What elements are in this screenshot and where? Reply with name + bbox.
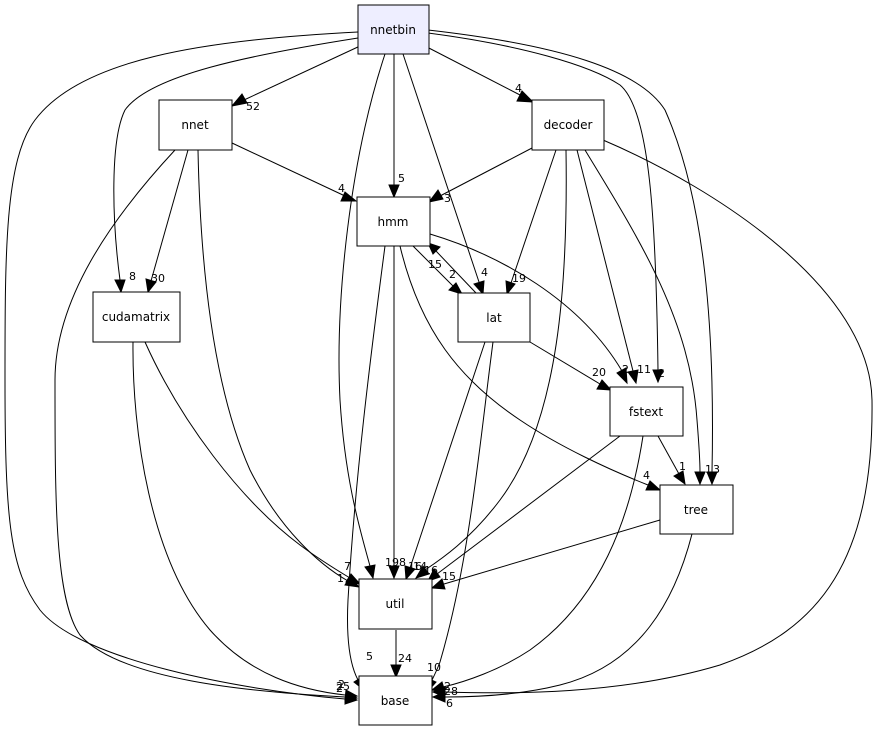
node-label-decoder: decoder bbox=[544, 118, 593, 132]
edge-label-hmm-lat: 15 bbox=[428, 258, 442, 271]
edges: 52 4 5 8 4 2 bbox=[4, 29, 873, 710]
edge-decoder-fstext[interactable]: 11 bbox=[576, 149, 651, 385]
edge-nnetbin-lat[interactable]: 4 bbox=[402, 53, 488, 296]
nodes: nnetbin nnet decoder hmm cudamatrix lat … bbox=[92, 4, 734, 726]
node-cudamatrix[interactable]: cudamatrix bbox=[92, 291, 181, 343]
edge-label-cudamatrix-util: 1 bbox=[337, 572, 344, 585]
edge-label-hmm-util: 8 bbox=[399, 556, 406, 569]
edge-label-nnetbin-hmm: 5 bbox=[398, 172, 405, 185]
edge-nnetbin-nnet[interactable]: 52 bbox=[230, 45, 361, 113]
edge-nnet-hmm[interactable]: 4 bbox=[231, 142, 358, 202]
edge-label-nnetbin-cudamatrix: 8 bbox=[129, 270, 136, 283]
node-nnet[interactable]: nnet bbox=[158, 99, 233, 151]
edge-nnet-util[interactable]: 7 bbox=[197, 149, 361, 588]
edge-util-base[interactable]: 24 bbox=[390, 630, 412, 679]
node-label-lat: lat bbox=[486, 311, 502, 325]
edge-tree-util[interactable]: 15 bbox=[430, 519, 661, 590]
edge-label-util-base: 24 bbox=[398, 652, 412, 665]
edge-label-nnetbin-nnet: 52 bbox=[246, 100, 260, 113]
node-label-nnetbin: nnetbin bbox=[370, 23, 416, 37]
edge-label-nnetbin-decoder: 4 bbox=[515, 82, 522, 95]
edge-label-nnet-hmm: 4 bbox=[338, 182, 345, 195]
edge-nnetbin-util[interactable]: 19 bbox=[338, 53, 399, 580]
edge-label-lat-base: 10 bbox=[427, 661, 441, 674]
edge-label-decoder-base: 28 bbox=[444, 685, 458, 698]
edge-label-hmm-fstext: 2 bbox=[622, 363, 629, 376]
edge-label-nnetbin-base: 2 bbox=[336, 682, 343, 695]
edge-label-decoder-tree: 1 bbox=[705, 463, 712, 476]
edge-lat-fstext[interactable]: 20 bbox=[529, 341, 613, 391]
node-hmm[interactable]: hmm bbox=[356, 196, 431, 247]
edge-lat-base[interactable]: 10 bbox=[426, 341, 494, 693]
edge-label-nnetbin-tree: 3 bbox=[713, 463, 720, 476]
edge-label-fstext-util: 16 bbox=[424, 564, 438, 577]
node-base[interactable]: base bbox=[358, 675, 433, 726]
edge-decoder-hmm[interactable]: 3 bbox=[427, 147, 533, 205]
edge-nnetbin-cudamatrix[interactable]: 8 bbox=[113, 37, 359, 294]
edge-label-lat-hmm: 2 bbox=[449, 268, 456, 281]
edge-lat-util[interactable]: 16 bbox=[404, 341, 486, 581]
edge-label-nnetbin-fstext: 2 bbox=[658, 367, 665, 380]
edge-label-decoder-util: 14 bbox=[413, 560, 427, 573]
edge-label-lat-fstext: 20 bbox=[592, 366, 606, 379]
edge-label-lat-util: 16 bbox=[408, 560, 422, 573]
edge-nnetbin-decoder[interactable]: 4 bbox=[424, 45, 535, 103]
edge-label-decoder-fstext: 11 bbox=[637, 363, 651, 376]
edge-label-fstext-base: 2 bbox=[444, 680, 451, 693]
edge-decoder-util[interactable]: 14 bbox=[413, 149, 567, 579]
node-label-base: base bbox=[381, 694, 410, 708]
edge-hmm-lat[interactable]: 15 bbox=[411, 244, 464, 295]
node-lat[interactable]: lat bbox=[457, 292, 531, 343]
edge-label-decoder-lat: 19 bbox=[512, 272, 526, 285]
node-nnetbin[interactable]: nnetbin bbox=[357, 4, 430, 55]
edge-fstext-base[interactable]: 2 bbox=[430, 435, 644, 693]
node-label-util: util bbox=[386, 597, 405, 611]
node-util[interactable]: util bbox=[358, 578, 433, 630]
node-tree[interactable]: tree bbox=[659, 484, 734, 535]
edge-decoder-tree[interactable]: 1 bbox=[584, 149, 712, 486]
edge-nnet-base[interactable]: 25 bbox=[54, 149, 359, 703]
edge-label-tree-base: 6 bbox=[446, 697, 453, 710]
edge-decoder-lat[interactable]: 19 bbox=[505, 149, 557, 296]
edge-fstext-tree[interactable]: 1 bbox=[657, 435, 686, 486]
node-label-hmm: hmm bbox=[378, 215, 409, 229]
edge-cudamatrix-base[interactable]: 2 bbox=[132, 341, 359, 701]
node-label-cudamatrix: cudamatrix bbox=[102, 310, 170, 324]
node-label-nnet: nnet bbox=[181, 118, 209, 132]
edge-hmm-util[interactable]: 8 bbox=[388, 246, 406, 580]
edge-label-tree-util: 15 bbox=[442, 570, 456, 583]
edge-label-nnet-util: 7 bbox=[344, 560, 351, 573]
edge-cudamatrix-util[interactable]: 1 bbox=[144, 341, 362, 585]
node-fstext[interactable]: fstext bbox=[609, 386, 684, 437]
edge-hmm-fstext[interactable]: 2 bbox=[429, 233, 629, 385]
node-decoder[interactable]: decoder bbox=[531, 99, 605, 151]
node-label-fstext: fstext bbox=[629, 405, 663, 419]
edge-label-nnetbin-lat: 4 bbox=[481, 266, 488, 279]
edge-nnet-cudamatrix[interactable]: 30 bbox=[145, 149, 189, 294]
edge-tree-base[interactable]: 6 bbox=[431, 533, 693, 710]
edge-label-fstext-tree: 1 bbox=[679, 460, 686, 473]
edge-nnetbin-hmm[interactable]: 5 bbox=[388, 54, 405, 199]
edge-label-nnet-cudamatrix: 30 bbox=[151, 272, 165, 285]
edge-fstext-util[interactable]: 16 bbox=[424, 435, 621, 582]
edge-hmm-tree[interactable]: 4 bbox=[399, 245, 662, 491]
edge-nnetbin-tree[interactable]: 3 bbox=[427, 29, 720, 486]
edge-label-decoder-hmm: 3 bbox=[444, 192, 451, 205]
node-label-tree: tree bbox=[684, 503, 708, 517]
edge-label-hmm-tree: 4 bbox=[643, 469, 650, 482]
edge-label-cudamatrix-base: 2 bbox=[338, 678, 345, 691]
edge-lat-hmm[interactable]: 2 bbox=[427, 242, 477, 294]
edge-nnetbin-fstext[interactable]: 2 bbox=[427, 32, 665, 384]
edge-label-hmm-base: 5 bbox=[366, 650, 373, 663]
